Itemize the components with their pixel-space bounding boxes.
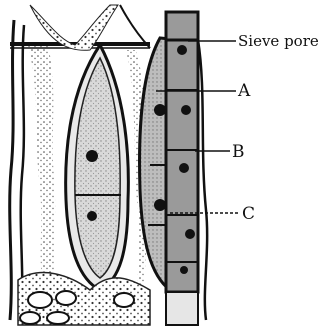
companion-nucleus-1: [154, 104, 166, 116]
label-b: B: [232, 142, 245, 162]
column-nucleus-1: [177, 45, 187, 55]
label-c: C: [242, 204, 255, 224]
nucleus-upper: [86, 150, 98, 162]
left-cell-wall: [10, 20, 24, 320]
label-sieve-pore: Sieve pore: [238, 32, 319, 50]
column-nucleus-3: [179, 163, 189, 173]
nucleus-lower: [87, 211, 97, 221]
label-a: A: [237, 81, 251, 101]
column-nucleus-2: [181, 105, 191, 115]
sieve-tube-column: [166, 12, 198, 292]
companion-nucleus-2: [154, 199, 166, 211]
column-nucleus-5: [180, 266, 188, 274]
left-stippled-tissue: [28, 45, 56, 300]
sieve-tube-element: [66, 45, 129, 290]
top-sieve-plate: [10, 5, 150, 50]
column-nucleus-4: [185, 229, 195, 239]
